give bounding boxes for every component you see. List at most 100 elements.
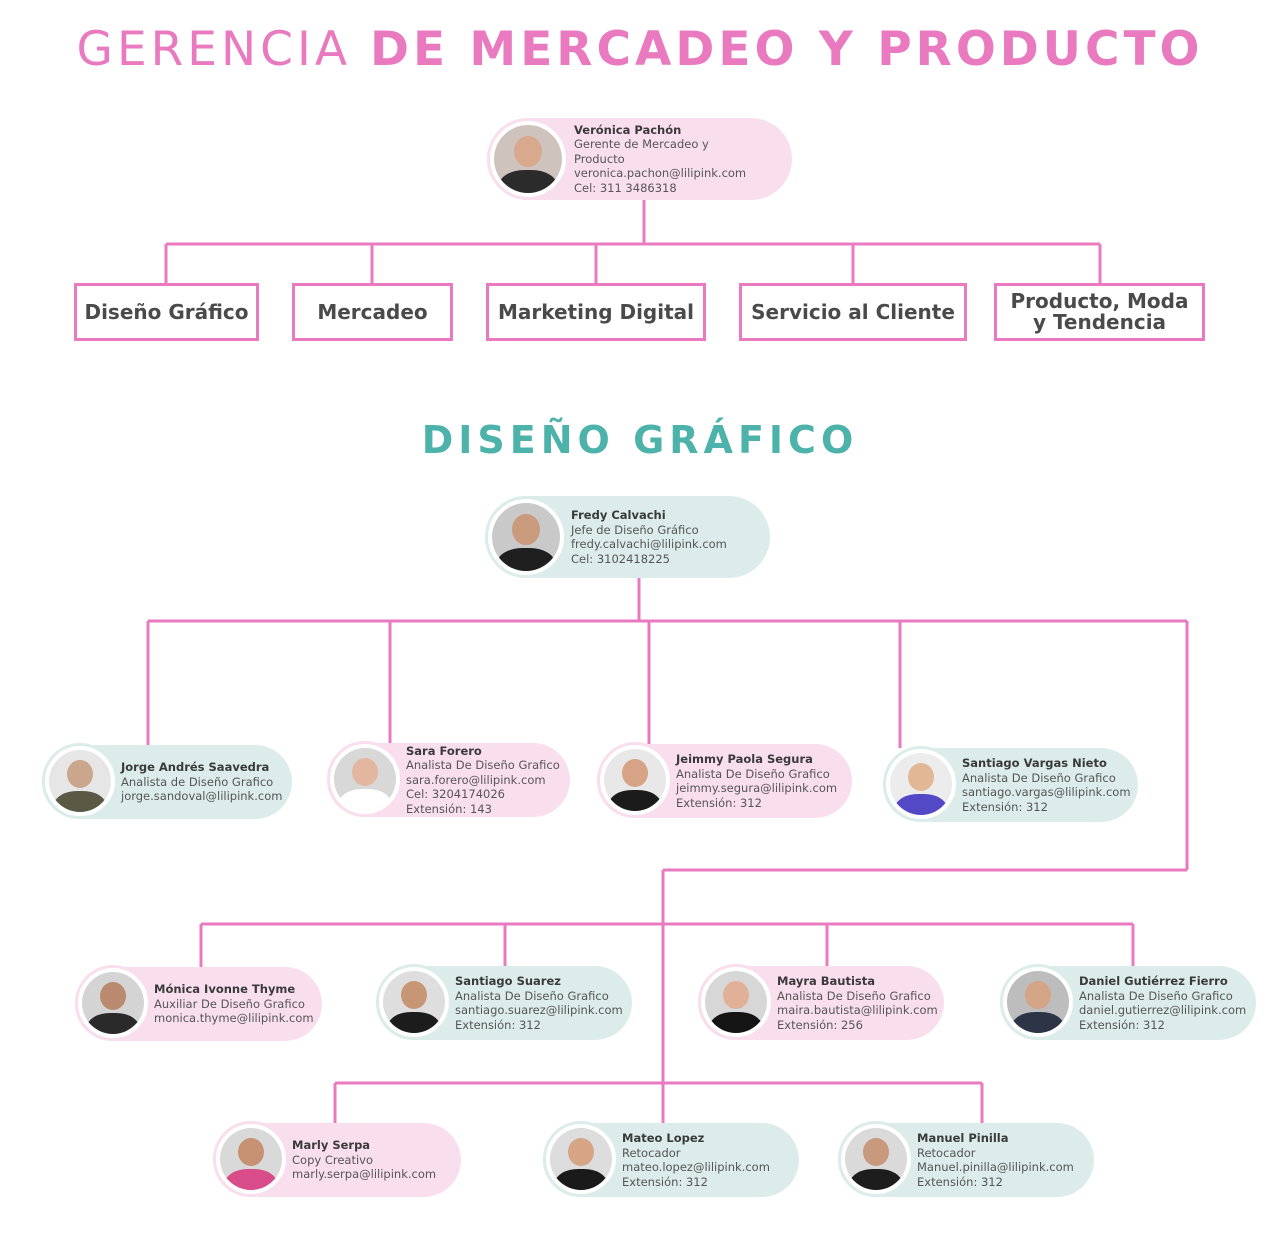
page-title-bold: DE MERCADEO Y PRODUCTO [369, 22, 1204, 77]
lead-role: Jefe de Diseño Gráfico [571, 522, 699, 537]
member-detail: Extensión: 312 [917, 1174, 1003, 1189]
member-detail: Analista De Diseño Grafico [777, 988, 931, 1003]
member-detail: monica.thyme@lilipink.com [154, 1011, 314, 1026]
avatar [698, 964, 774, 1040]
member-detail: maira.bautista@lilipink.com [777, 1003, 938, 1017]
lead-phone: Cel: 3102418225 [571, 551, 670, 566]
manager-role-2: Producto [574, 151, 625, 166]
avatar [543, 1121, 619, 1197]
manager-card: Verónica Pachón Gerente de Mercadeo y Pr… [487, 118, 792, 200]
manager-name: Verónica Pachón [574, 122, 682, 137]
avatar [1000, 964, 1076, 1040]
member-detail: Retocador [917, 1145, 976, 1160]
member-name: Santiago Vargas Nieto [962, 756, 1107, 770]
member-name: Marly Serpa [292, 1138, 371, 1153]
member-detail: Extensión: 312 [962, 799, 1048, 814]
avatar [883, 746, 959, 822]
member-detail: Manuel.pinilla@lilipink.com [917, 1160, 1074, 1174]
member-detail: Auxiliar De Diseño Grafico [154, 996, 305, 1011]
dept-diseno-grafico: Diseño Gráfico [74, 283, 259, 341]
member-detail: Retocador [622, 1145, 681, 1160]
member-name: Sara Forero [406, 743, 482, 758]
member-detail: daniel.gutierrez@lilipink.com [1079, 1003, 1247, 1017]
manager-email: veronica.pachon@lilipink.com [574, 166, 747, 181]
lead-info: Fredy Calvachi Jefe de Diseño Gráfico fr… [571, 496, 727, 578]
member-name: Santiago Suarez [455, 974, 561, 988]
member-name: Daniel Gutiérrez Fierro [1079, 974, 1228, 988]
member-detail: jorge.sandoval@lilipink.com [121, 789, 283, 804]
page-title: GERENCIA DE MERCADEO Y PRODUCTO [0, 22, 1280, 77]
member-detail: mateo.lopez@lilipink.com [622, 1160, 770, 1174]
dept-marketing-digital: Marketing Digital [486, 283, 706, 341]
member-detail: Extensión: 312 [622, 1174, 708, 1189]
member-name: Jorge Andrés Saavedra [121, 760, 270, 775]
member-detail: Extensión: 312 [676, 795, 762, 810]
lead-name: Fredy Calvachi [571, 508, 666, 522]
avatar [75, 965, 151, 1041]
member-detail: Extensión: 143 [406, 801, 492, 816]
dept-servicio-cliente: Servicio al Cliente [739, 283, 967, 341]
member-detail: Analista De Diseño Grafico [1079, 988, 1233, 1003]
member-detail: Copy Creativo [292, 1152, 373, 1167]
member-name: Mónica Ivonne Thyme [154, 982, 296, 997]
member-detail: sara.forero@lilipink.com [406, 772, 546, 787]
member-detail: marly.serpa@lilipink.com [292, 1167, 437, 1182]
member-detail: Analista De Diseño Grafico [406, 758, 560, 773]
member-detail: Extensión: 256 [777, 1017, 863, 1032]
member-detail: Analista De Diseño Grafico [455, 988, 609, 1003]
avatar [838, 1121, 914, 1197]
member-detail: santiago.vargas@lilipink.com [962, 785, 1131, 799]
lead-email: fredy.calvachi@lilipink.com [571, 537, 727, 551]
avatar [487, 118, 569, 200]
avatar [485, 496, 567, 578]
dept-producto-moda: Producto, Moda y Tendencia [994, 283, 1205, 341]
member-detail: Extensión: 312 [455, 1017, 541, 1032]
manager-phone: Cel: 311 3486318 [574, 180, 677, 195]
avatar [597, 742, 673, 818]
avatar [42, 743, 118, 819]
member-detail: jeimmy.segura@lilipink.com [676, 781, 838, 795]
manager-info: Verónica Pachón Gerente de Mercadeo y Pr… [574, 118, 746, 200]
member-name: Mateo Lopez [622, 1131, 705, 1145]
lead-card: Fredy Calvachi Jefe de Diseño Gráfico fr… [485, 496, 770, 578]
member-detail: Cel: 3204174026 [406, 787, 505, 802]
avatar [327, 741, 403, 817]
member-detail: santiago.suarez@lilipink.com [455, 1003, 623, 1017]
page-title-light: GERENCIA [76, 22, 370, 77]
avatar [213, 1121, 289, 1197]
member-name: Manuel Pinilla [917, 1131, 1009, 1145]
member-name: Mayra Bautista [777, 974, 876, 988]
member-detail: Analista De Diseño Grafico [962, 770, 1116, 785]
member-detail: Extensión: 312 [1079, 1017, 1165, 1032]
manager-role-1: Gerente de Mercadeo y [574, 137, 709, 152]
section-title: DISEÑO GRÁFICO [421, 418, 859, 462]
avatar [376, 964, 452, 1040]
member-name: Jeimmy Paola Segura [676, 752, 813, 766]
member-detail: Analista De Diseño Grafico [676, 766, 830, 781]
dept-mercadeo: Mercadeo [292, 283, 453, 341]
member-detail: Analista de Diseño Grafico [121, 774, 274, 789]
